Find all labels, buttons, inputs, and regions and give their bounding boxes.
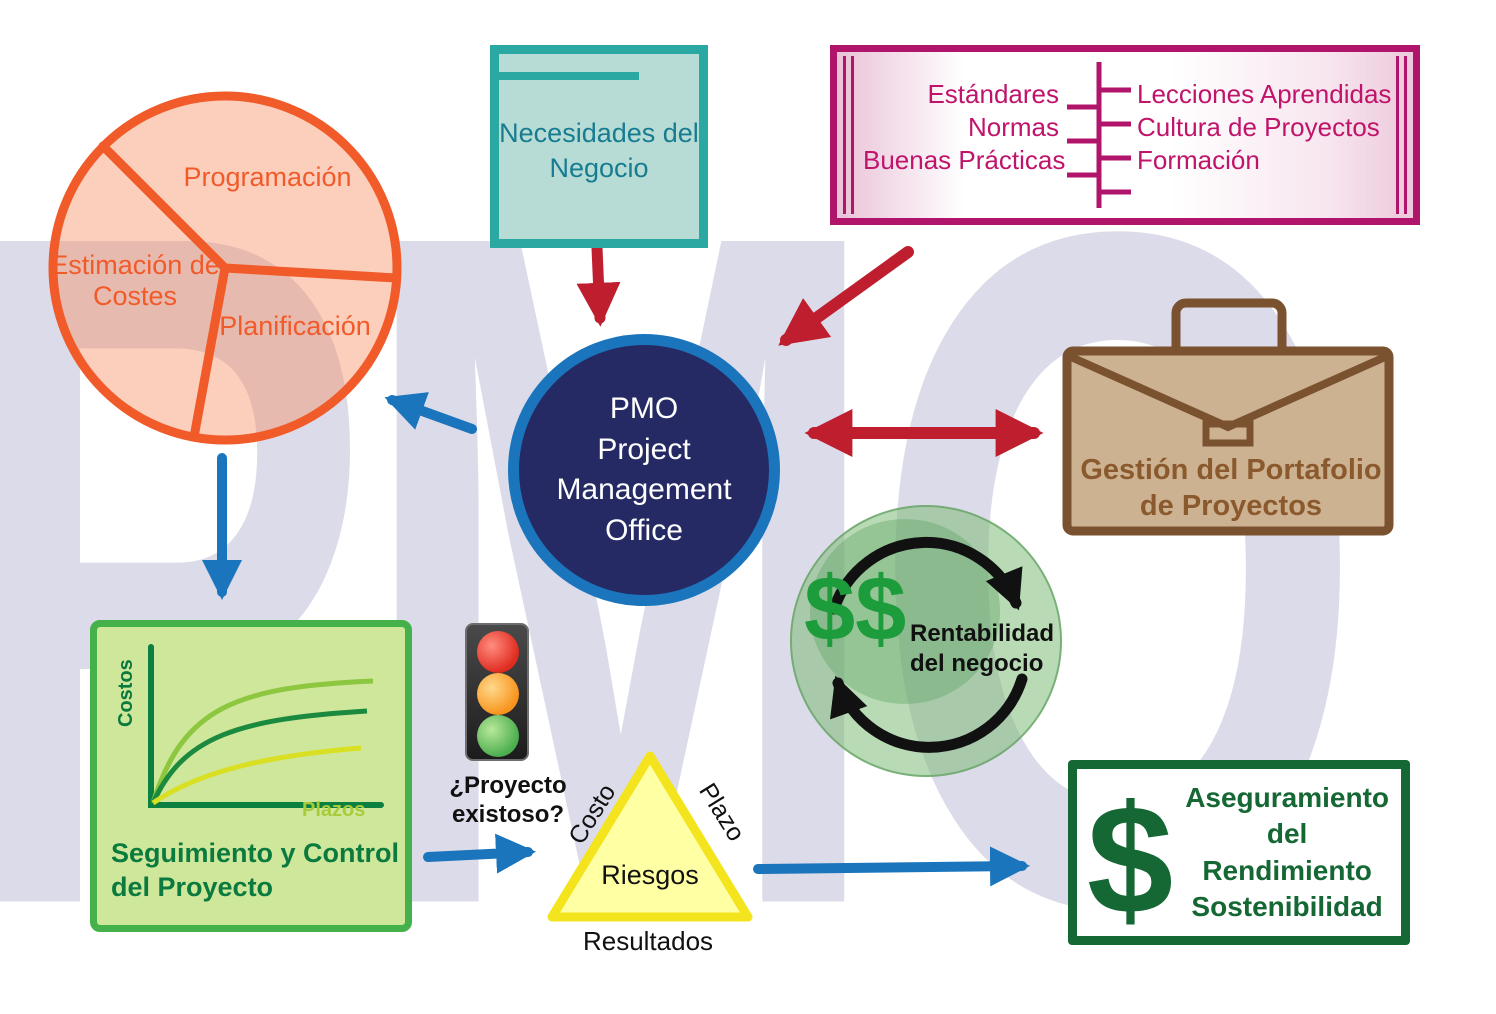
book-left-line-outer: [843, 56, 846, 214]
curve-yellow: [151, 745, 362, 806]
book-right-line-outer: [1404, 56, 1407, 214]
assurance-line: Aseguramiento del: [1185, 781, 1390, 850]
triangle-label-resultados: Resultados: [582, 926, 714, 956]
book-item: Buenas Prácticas: [863, 145, 1066, 175]
book-right-column: Lecciones Aprendidas Cultura de Proyecto…: [1137, 78, 1399, 177]
book-item: Lecciones Aprendidas: [1137, 79, 1392, 109]
traffic-light-icon: [465, 623, 529, 761]
triangle-label-riesgos: Riesgos: [601, 860, 699, 890]
profitability-cycle: $$ Rentabilidad del negocio: [790, 505, 1062, 777]
assurance-box: $ Aseguramiento del Rendimiento Sostenib…: [1068, 760, 1410, 945]
pmo-line: Office: [605, 513, 683, 547]
assurance-line: Rendimiento: [1202, 854, 1372, 886]
pie-divider-right: [220, 263, 401, 283]
pie-divider-down: [189, 263, 230, 442]
triangle-shape: [547, 751, 753, 922]
pie-divider-upleft: [98, 141, 230, 273]
book-item: Formación: [1137, 145, 1260, 175]
pie-label-planificacion: Planificación: [219, 311, 371, 341]
curve-light-green: [150, 678, 374, 804]
traffic-light-red: [477, 631, 519, 673]
business-needs-box: Necesidades del Negocio: [490, 45, 708, 248]
book-item: Estándares: [927, 79, 1059, 109]
assurance-line: Sostenibilidad: [1191, 890, 1383, 922]
book-left-line-inner: [851, 56, 854, 214]
curve-dark-green: [150, 708, 368, 805]
pmo-line: PMO: [609, 392, 679, 425]
chart-axes: [148, 644, 384, 808]
pie-label-estimacion: Estimación de Costes: [50, 250, 220, 312]
business-needs-label: Necesidades del Negocio: [499, 118, 699, 184]
planning-pie-icon: [48, 91, 402, 445]
traffic-light-green: [477, 715, 519, 757]
tracking-control-box: Costos Plazos Seguimiento y Control del …: [90, 620, 412, 932]
dollar-icon: $: [1087, 772, 1174, 946]
cycle-arrow-top: [828, 536, 1023, 615]
briefcase-icon: [1062, 298, 1394, 536]
assurance-label: Aseguramiento del Rendimiento Sostenibil…: [1173, 780, 1401, 926]
y-axis-label: Costos: [115, 659, 137, 727]
standards-book: Estándares Normas Buenas Prácticas Lecci…: [830, 45, 1420, 225]
project-success-question: ¿Proyecto existoso?: [449, 772, 567, 828]
book-item: Normas: [967, 112, 1059, 142]
pmo-line: Project: [597, 432, 691, 466]
pmo-central-node: PMO Project Management Office: [508, 334, 780, 606]
box-accent-line: [499, 72, 639, 80]
book-left-column: Estándares Normas Buenas Prácticas: [863, 78, 1066, 177]
book-spine-icon: [1067, 62, 1131, 208]
book-item: Cultura de Proyectos: [1137, 112, 1380, 142]
portfolio-label: Gestión del Portafolio de Proyectos: [1080, 454, 1382, 523]
book-right-line-inner: [1396, 56, 1399, 214]
cost-curve-chart-icon: [148, 644, 384, 808]
pie-label-programacion: Programación: [183, 162, 352, 192]
dollars-icon: $$: [804, 558, 907, 660]
x-axis-label: Plazos: [302, 799, 366, 821]
cycle-arrow-bottom: [830, 673, 1028, 753]
profitability-label: Rentabilidad del negocio: [910, 620, 1055, 677]
pmo-line: Management: [556, 473, 732, 506]
traffic-light-amber: [477, 673, 519, 715]
tracking-title: Seguimiento y Control del Proyecto: [111, 838, 400, 902]
cycle-arrows-icon: [828, 536, 1028, 753]
risk-triangle-icon: [547, 751, 753, 922]
briefcase-latch: [1202, 420, 1254, 447]
